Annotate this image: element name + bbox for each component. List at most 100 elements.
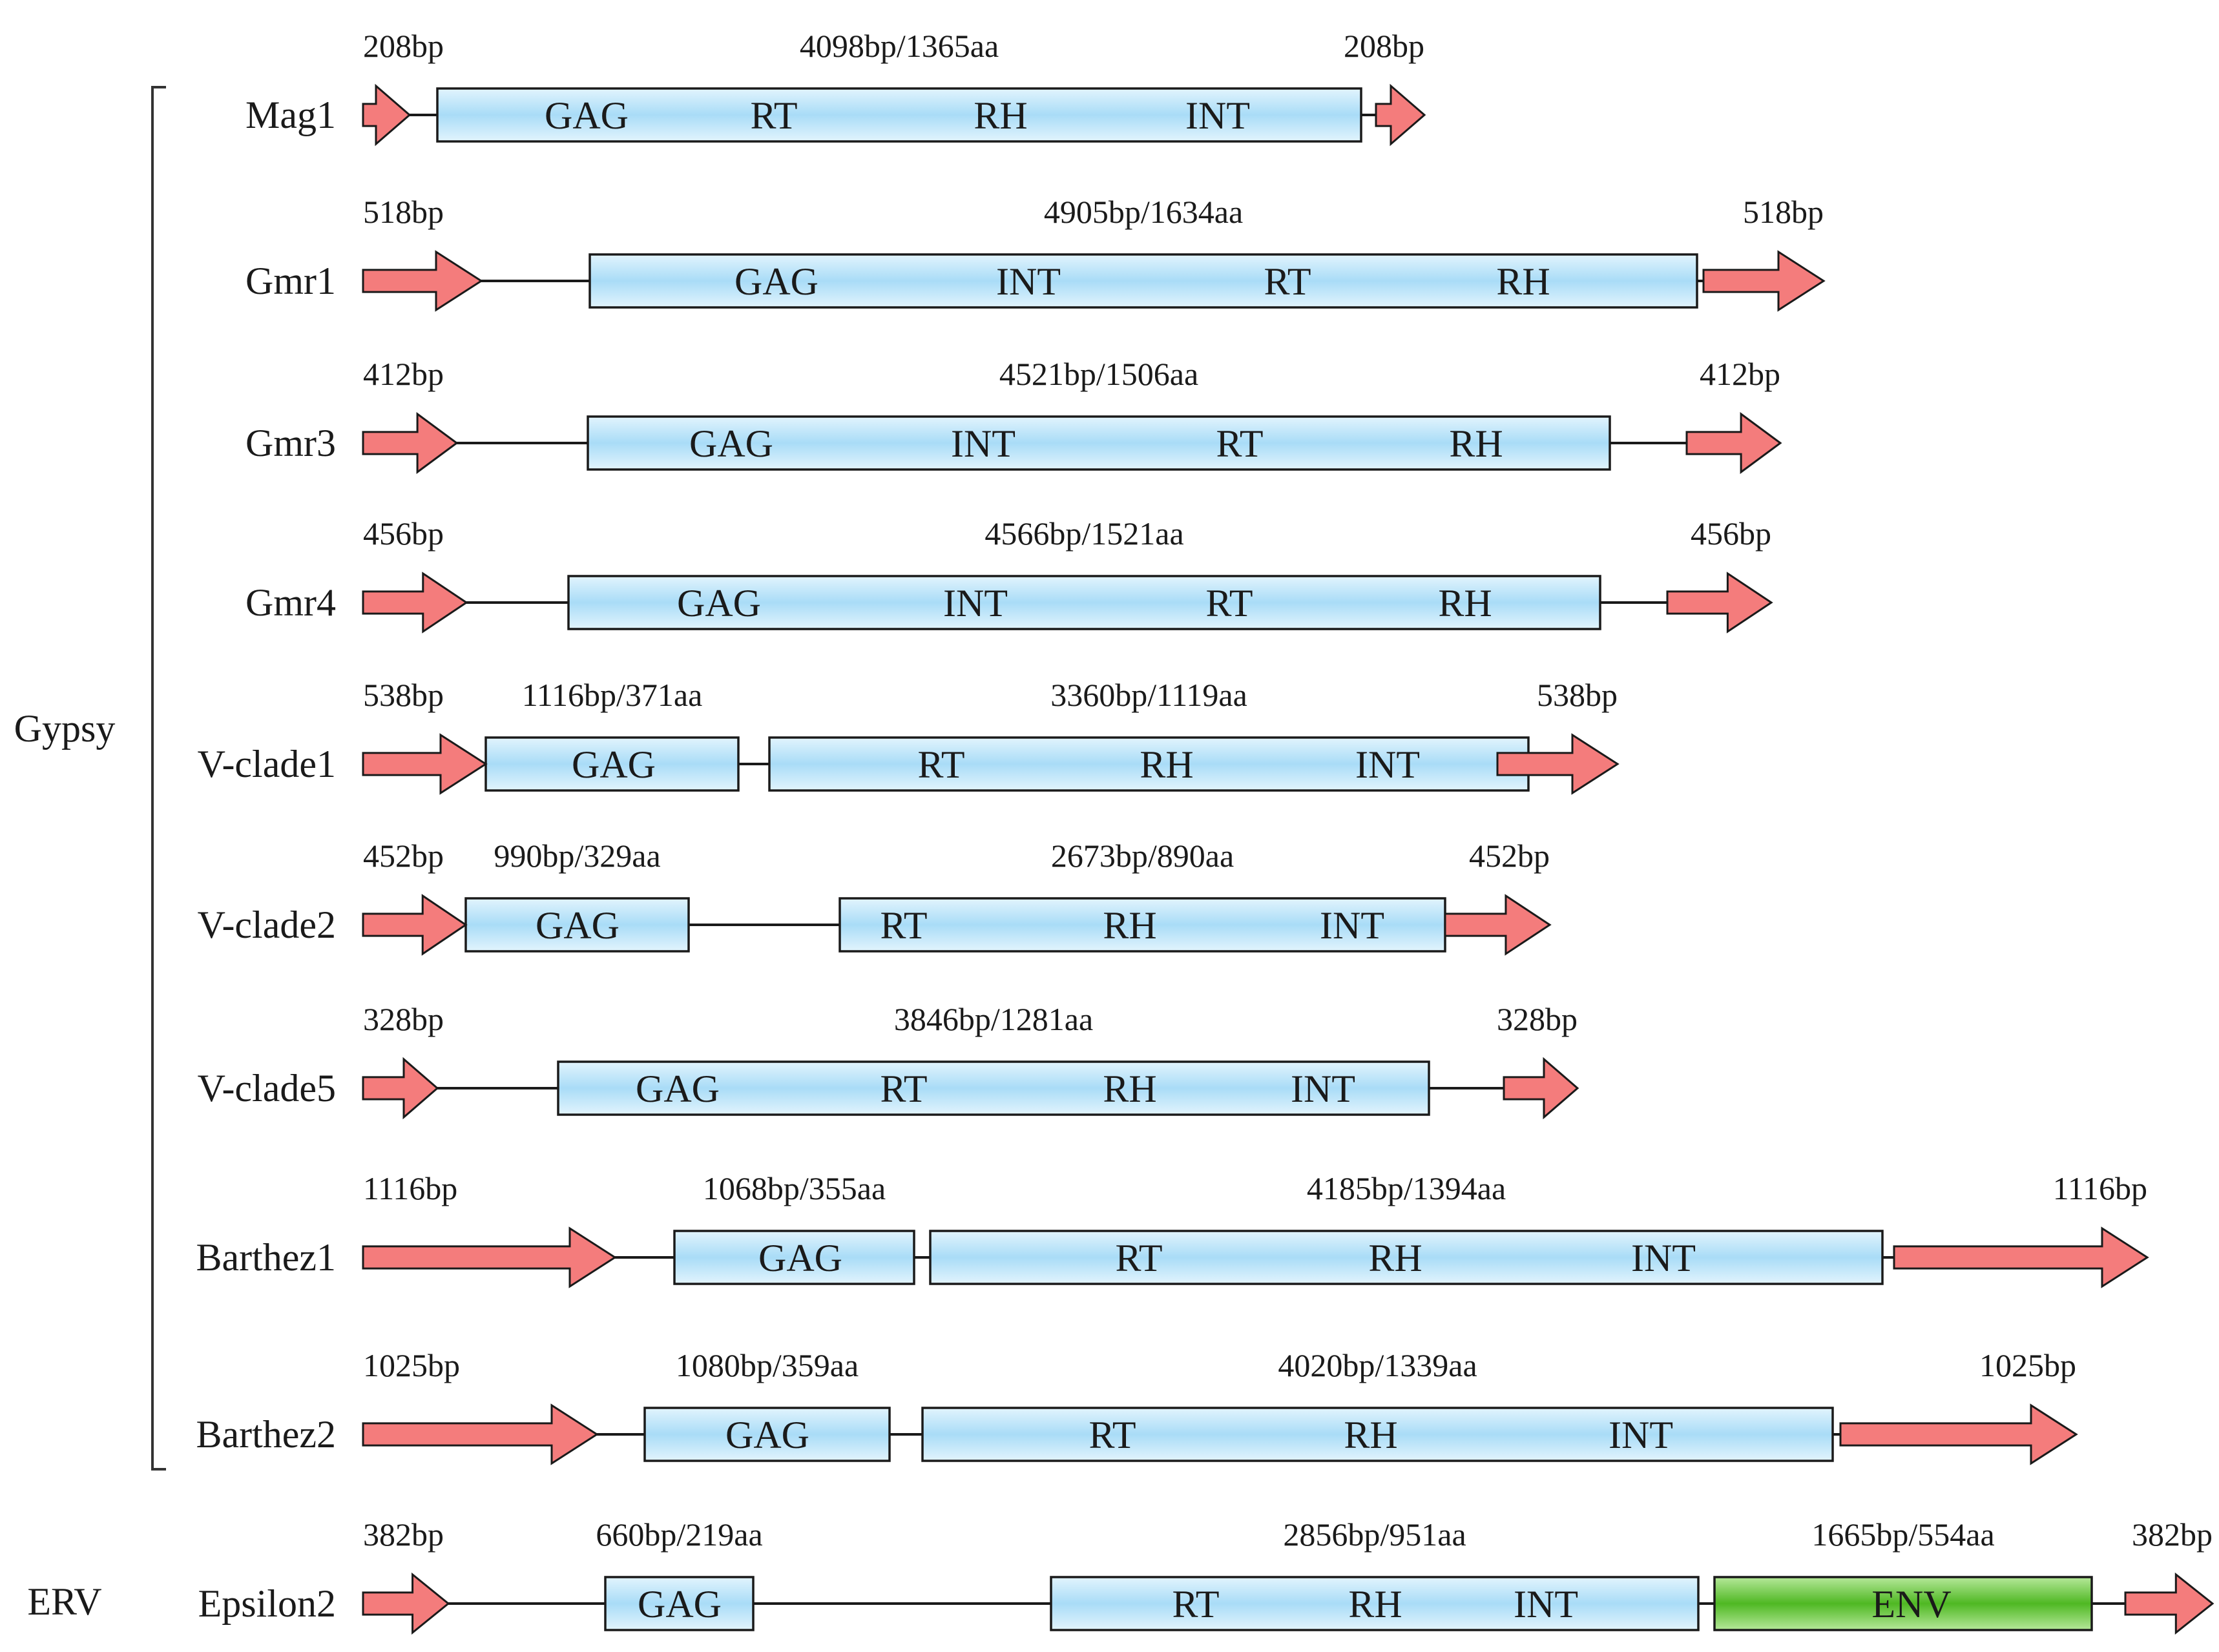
orf-box	[921, 1407, 1834, 1462]
orf-box	[1050, 1576, 1700, 1631]
ltr-right-arrow	[1444, 894, 1552, 956]
orf-box	[484, 736, 740, 792]
element-name: Barthez2	[196, 1413, 336, 1456]
domain-label-rt: RT	[1172, 1583, 1219, 1626]
ltr-right-arrow	[1503, 1057, 1579, 1120]
domain-label-env: ENV	[1871, 1583, 1951, 1626]
element-name: Gmr1	[245, 260, 336, 302]
orf-size-label: 3846bp/1281aa	[894, 1001, 1093, 1037]
domain-label-int: INT	[1355, 743, 1420, 786]
domain-label-rt: RT	[750, 94, 797, 137]
ltr-left-arrow	[362, 733, 488, 795]
domain-label-rh: RH	[1103, 1068, 1156, 1110]
ltr-right-size-label: 1025bp	[1979, 1347, 2076, 1383]
ltr-right-arrow	[1685, 412, 1782, 474]
ltr-right-size-label: 208bp	[1344, 28, 1424, 64]
ltr-right-arrow	[1666, 572, 1773, 634]
domain-label-rt: RT	[880, 1068, 927, 1110]
ltr-right-arrow	[1702, 250, 1826, 312]
domain-label-rh: RH	[1438, 582, 1492, 625]
ltr-left-size-label: 1116bp	[363, 1170, 457, 1206]
orf-box	[643, 1407, 891, 1462]
domain-label-gag: GAG	[545, 94, 629, 137]
ltr-right-size-label: 328bp	[1497, 1001, 1578, 1037]
domain-label-int: INT	[1514, 1583, 1578, 1626]
ltr-right-arrow	[1893, 1226, 2149, 1288]
orf-box	[673, 1230, 915, 1285]
domain-label-int: INT	[1291, 1068, 1355, 1110]
domain-label-gag: GAG	[689, 422, 773, 465]
ltr-right-size-label: 456bp	[1691, 515, 1771, 552]
ltr-right-arrow	[1375, 83, 1426, 147]
orf-size-label: 1665bp/554aa	[1811, 1516, 1994, 1553]
ltr-left-size-label: 518bp	[363, 194, 444, 230]
domain-label-rh: RH	[1449, 422, 1503, 465]
ltr-right-size-label: 412bp	[1700, 356, 1780, 392]
element-name: V-clade1	[198, 743, 336, 785]
ltr-right-size-label: 382bp	[2132, 1516, 2213, 1553]
element-name: Gmr3	[245, 422, 336, 464]
ltr-left-size-label: 208bp	[363, 28, 444, 64]
domain-label-rh: RH	[1103, 904, 1156, 947]
domain-label-rt: RT	[1205, 582, 1253, 625]
element-name: V-clade5	[198, 1067, 336, 1110]
ltr-right-size-label: 538bp	[1537, 677, 1618, 713]
gypsy-bracket	[151, 86, 166, 1471]
ltr-left-arrow	[362, 1403, 599, 1465]
domain-label-rt: RT	[1089, 1414, 1136, 1456]
ltr-left-size-label: 1025bp	[363, 1347, 460, 1383]
ltr-right-size-label: 1116bp	[2053, 1170, 2147, 1206]
domain-label-int: INT	[1185, 94, 1250, 137]
orf-size-label: 4521bp/1506aa	[999, 356, 1198, 392]
ltr-left-size-label: 412bp	[363, 356, 444, 392]
orf-size-label: 1080bp/359aa	[676, 1347, 859, 1383]
ltr-right-size-label: 452bp	[1469, 838, 1550, 874]
domain-label-gag: GAG	[572, 743, 656, 786]
ltr-left-arrow	[362, 1572, 450, 1635]
orf-size-label: 4566bp/1521aa	[984, 515, 1183, 552]
domain-label-int: INT	[1320, 904, 1384, 947]
group-label-gypsy: Gypsy	[14, 707, 116, 750]
orf-size-label: 2673bp/890aa	[1051, 838, 1234, 874]
ltr-left-size-label: 382bp	[363, 1516, 444, 1553]
orf-size-label: 1116bp/371aa	[522, 677, 703, 713]
orf-box	[436, 87, 1362, 143]
ltr-left-arrow	[362, 83, 412, 147]
ltr-right-arrow	[1839, 1403, 2078, 1465]
ltr-left-arrow	[362, 894, 468, 956]
group-label-erv: ERV	[27, 1580, 101, 1623]
orf-box	[604, 1576, 755, 1631]
ltr-left-arrow	[362, 572, 468, 634]
domain-label-gag: GAG	[725, 1414, 809, 1456]
orf-box	[589, 253, 1698, 309]
ltr-left-size-label: 328bp	[363, 1001, 444, 1037]
orf-box	[929, 1230, 1884, 1285]
orf-box	[557, 1060, 1430, 1116]
domain-label-int: INT	[943, 582, 1008, 625]
orf-box	[567, 575, 1601, 630]
ltr-left-arrow	[362, 412, 459, 474]
domain-label-gag: GAG	[734, 260, 818, 303]
orf-box	[587, 415, 1611, 471]
domain-label-rt: RT	[1216, 422, 1263, 465]
orf-size-label: 1068bp/355aa	[703, 1170, 886, 1206]
orf-box	[839, 897, 1446, 953]
domain-label-rh: RH	[1348, 1583, 1402, 1626]
element-name: Mag1	[245, 94, 336, 136]
element-name: Epsilon2	[198, 1582, 336, 1625]
orf-size-label: 3360bp/1119aa	[1050, 677, 1247, 713]
ltr-right-arrow	[2124, 1572, 2214, 1635]
domain-label-rt: RT	[1264, 260, 1311, 303]
domain-label-rh: RH	[1368, 1237, 1422, 1279]
ltr-left-arrow	[362, 1226, 617, 1288]
domain-label-rt: RT	[917, 743, 964, 786]
orf-size-label: 4020bp/1339aa	[1278, 1347, 1477, 1383]
